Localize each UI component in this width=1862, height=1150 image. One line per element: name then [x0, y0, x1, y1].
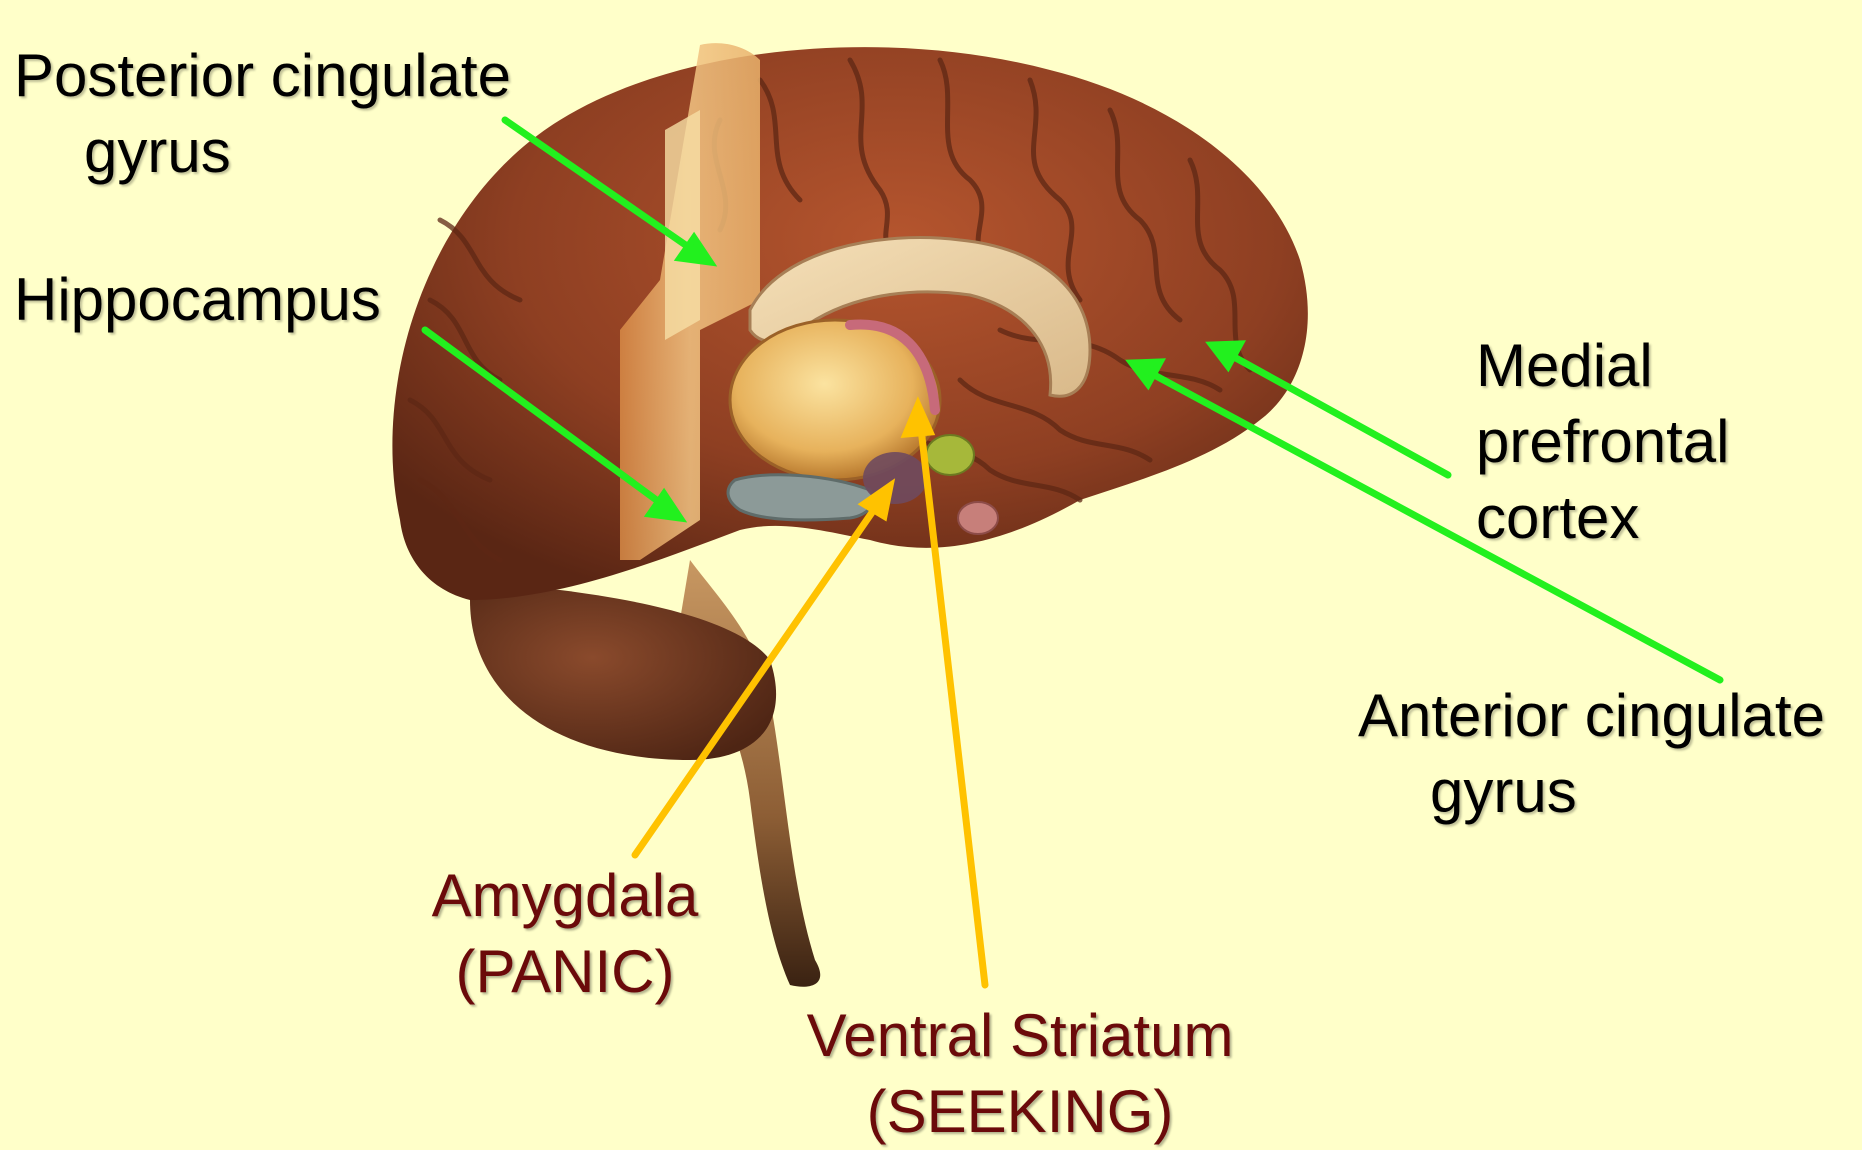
label-hippocampus-line1: Hippocampus	[14, 262, 381, 338]
label-posterior-cingulate: Posterior cingulate gyrus	[14, 38, 511, 190]
label-posterior-cingulate-line1: Posterior cingulate	[14, 38, 511, 114]
label-amygdala-line2: (PANIC)	[400, 934, 730, 1010]
label-amygdala: Amygdala (PANIC)	[400, 858, 730, 1010]
label-anterior-cingulate-line2: gyrus	[1358, 754, 1825, 830]
label-medial-prefrontal-line1: Medial	[1476, 328, 1729, 404]
label-amygdala-line1: Amygdala	[400, 858, 730, 934]
cut-section-inner	[665, 110, 700, 340]
label-posterior-cingulate-line2: gyrus	[14, 114, 511, 190]
label-medial-prefrontal-line2: prefrontal	[1476, 404, 1729, 480]
label-medial-prefrontal-line3: cortex	[1476, 480, 1729, 556]
ventral-striatum-structure	[926, 435, 974, 475]
hypothalamus-structure	[958, 502, 998, 534]
label-anterior-cingulate-line1: Anterior cingulate	[1358, 678, 1825, 754]
label-ventral-striatum: Ventral Striatum (SEEKING)	[770, 998, 1270, 1150]
label-ventral-striatum-line2: (SEEKING)	[770, 1074, 1270, 1150]
label-ventral-striatum-line1: Ventral Striatum	[770, 998, 1270, 1074]
label-medial-prefrontal: Medial prefrontal cortex	[1476, 328, 1729, 556]
label-hippocampus: Hippocampus	[14, 262, 381, 338]
label-anterior-cingulate: Anterior cingulate gyrus	[1358, 678, 1825, 830]
